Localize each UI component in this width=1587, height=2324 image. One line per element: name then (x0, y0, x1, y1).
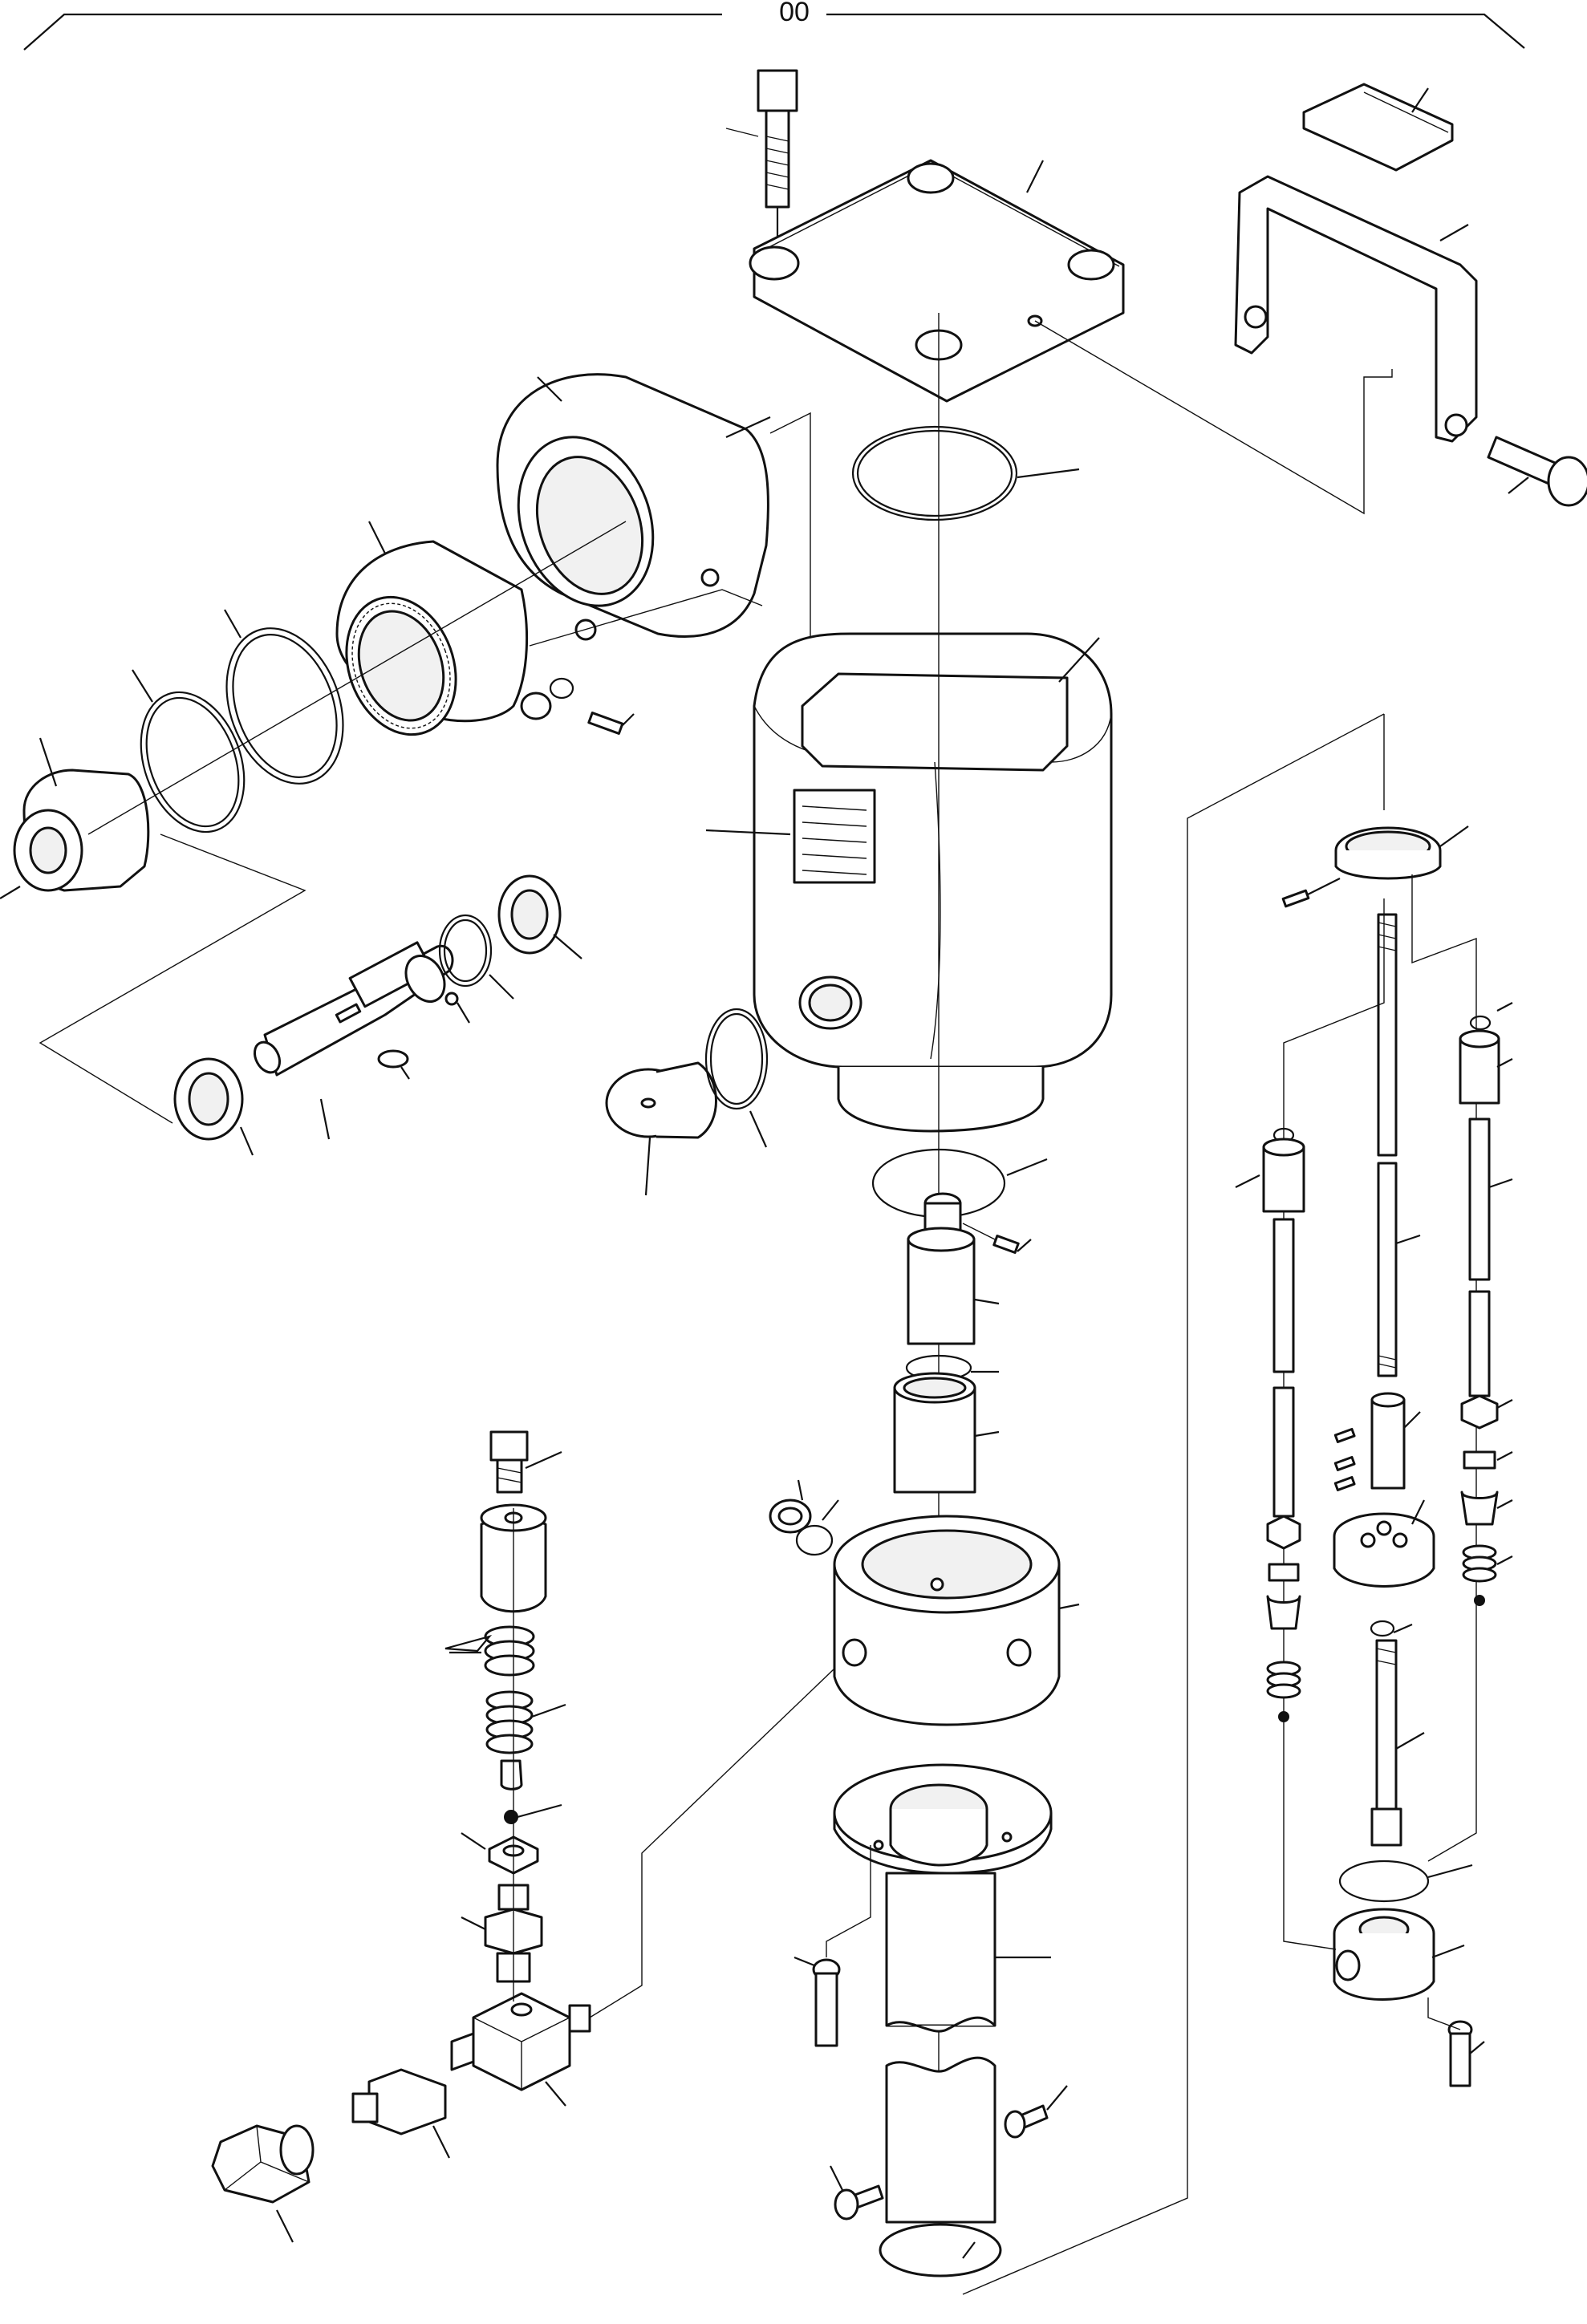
lower-sleeve (893, 1372, 1000, 1494)
top-ring-pin (1281, 878, 1341, 908)
shaft (253, 941, 454, 1140)
valve-union (461, 1884, 543, 1983)
small-oring-right (1370, 1620, 1413, 1637)
snap-ring-1 (224, 609, 344, 785)
bushing-cap (0, 737, 150, 899)
top-cover (749, 159, 1125, 403)
right-frame-lines (962, 713, 1385, 2295)
shaft-small-ball (444, 992, 470, 1024)
flange-screw (794, 1845, 871, 2047)
ball-bearing-left (173, 1057, 254, 1156)
bottom-oring-right (1338, 1860, 1473, 1903)
shaft-key (377, 1049, 410, 1080)
collar-plug (769, 1479, 839, 1556)
flange (833, 1763, 1053, 1875)
valve-tee-block (450, 1668, 835, 2107)
lower-rod-right (1370, 1639, 1425, 1847)
needle-bearing-large (335, 521, 529, 736)
tube-screw-left (830, 2165, 884, 2221)
top-border (23, 13, 1525, 51)
handle-clip (1302, 83, 1454, 172)
tube-screw-right (1004, 2085, 1068, 2139)
bottom-screw-right (1427, 1998, 1485, 2087)
handle-bracket (1234, 175, 1478, 443)
snap-ring-shaft (438, 914, 514, 1000)
bottom-cup-right (1333, 1908, 1465, 2001)
valve-bolt (489, 1430, 562, 1494)
right-valve-column (1411, 874, 1513, 1862)
center-cap-right (1333, 1499, 1435, 1588)
valve-fitting (351, 2068, 450, 2159)
small-pins-right (1333, 1427, 1356, 1491)
left-valve-column (1235, 898, 1385, 1950)
top-bolt (757, 69, 798, 265)
valve-hex-nut (461, 1832, 539, 1875)
valve-spring-lower (485, 1690, 566, 1754)
ball-bearing-right (497, 874, 582, 959)
collar (833, 1515, 1080, 1726)
oring-top (851, 425, 1080, 521)
valve-spring-upper (444, 1625, 535, 1677)
hex-plug-cap (211, 2124, 315, 2243)
handle-screw (1487, 436, 1587, 507)
side-plug (605, 1061, 717, 1196)
valve-nipple (500, 1759, 562, 1824)
large-housing-ring (496, 373, 771, 641)
small-plug-pin (520, 677, 635, 735)
long-rod-center (1377, 913, 1421, 1377)
drawing-title-label: 00 (754, 0, 834, 28)
side-oring (704, 1008, 769, 1148)
center-sleeve-right (1370, 1392, 1421, 1490)
top-leaders (725, 128, 1393, 515)
top-ring-right (1334, 825, 1469, 880)
upper-sleeve (907, 1227, 1000, 1345)
lower-tube-upper (885, 1872, 1051, 2033)
main-body-block (705, 632, 1113, 1133)
lower-tube-lower (879, 2056, 1002, 2277)
snap-ring-2 (132, 669, 246, 833)
